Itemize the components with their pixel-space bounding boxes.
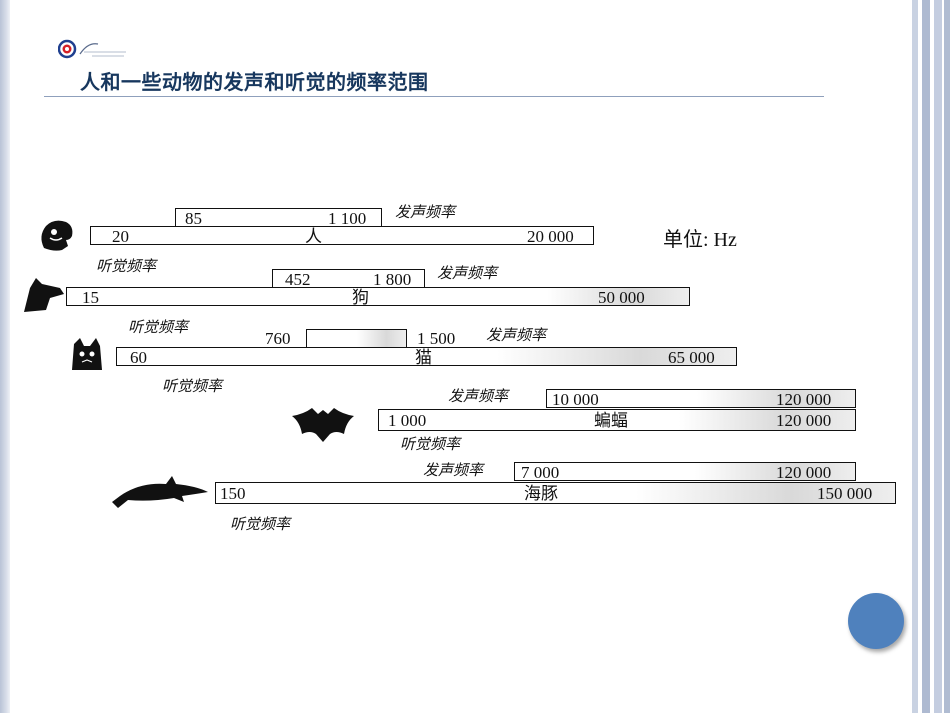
animal-name-bat: 蝙蝠: [594, 411, 628, 430]
emit-high-dog: 1 800: [373, 270, 412, 289]
right-border-decoration: [908, 0, 950, 713]
hear-label-bat: 听觉频率: [400, 437, 461, 453]
emit-bar-cat: [306, 329, 407, 348]
hear-label-dog: 听觉频率: [128, 320, 189, 336]
emit-label-human: 发声频率: [395, 205, 456, 221]
emit-high-bat: 120 000: [776, 390, 832, 409]
hear-low-human: 20: [112, 227, 129, 246]
hear-bar-cat: [116, 347, 737, 366]
emit-label-dolphin: 发声频率: [423, 463, 484, 479]
hear-bar-dolphin: [215, 482, 896, 504]
hear-label-dolphin: 听觉频率: [230, 517, 291, 533]
animal-name-human: 人: [305, 227, 322, 246]
hear-label-cat: 听觉频率: [162, 379, 223, 395]
emit-label-cat: 发声频率: [486, 328, 547, 344]
left-border-decoration: [0, 0, 10, 713]
dolphin-icon: [112, 476, 208, 508]
bat-icon: [292, 408, 354, 442]
hear-label-human: 听觉频率: [96, 259, 157, 275]
hear-low-bat: 1 000: [388, 411, 427, 430]
emit-high-cat: 1 500: [417, 329, 456, 348]
slide-title: 人和一些动物的发声和听觉的频率范围: [80, 70, 429, 94]
emit-low-bat: 10 000: [552, 390, 599, 409]
emit-label-dog: 发声频率: [437, 266, 498, 282]
human-head-icon: [41, 220, 73, 251]
hear-high-bat: 120 000: [776, 411, 832, 430]
hear-high-dog: 50 000: [598, 288, 645, 307]
emit-bar-dolphin: [514, 462, 856, 481]
hear-bar-human: [90, 226, 594, 245]
emit-bar-bat: [546, 389, 856, 408]
emit-low-dog: 452: [285, 270, 311, 289]
logo-icon: [58, 39, 126, 59]
emit-high-human: 1 100: [328, 209, 367, 228]
hear-low-cat: 60: [130, 348, 147, 367]
emit-label-bat: 发声频率: [448, 389, 509, 405]
emit-low-dolphin: 7 000: [521, 463, 560, 482]
next-slide-button[interactable]: [848, 593, 904, 649]
frequency-range-diagram: 单位: Hz 85 1 100 发声频率 20 人 20 000 听觉频率 45…: [0, 190, 910, 550]
emit-low-cat: 760: [265, 329, 291, 348]
emit-high-dolphin: 120 000: [776, 463, 832, 482]
animal-name-cat: 猫: [415, 348, 432, 367]
emit-low-human: 85: [185, 209, 202, 228]
hear-high-dolphin: 150 000: [817, 484, 873, 503]
animal-name-dolphin: 海豚: [524, 484, 558, 503]
dog-icon: [24, 278, 64, 312]
hear-low-dolphin: 150: [220, 484, 246, 503]
hear-high-human: 20 000: [527, 227, 574, 246]
title-underline: [44, 96, 824, 97]
hear-high-cat: 65 000: [668, 348, 715, 367]
hear-bar-dog: [66, 287, 690, 306]
unit-label: 单位: Hz: [663, 229, 737, 251]
hear-low-dog: 15: [82, 288, 99, 307]
cat-icon: [72, 338, 102, 370]
animal-name-dog: 狗: [352, 288, 369, 307]
hear-bar-bat: [378, 409, 856, 431]
